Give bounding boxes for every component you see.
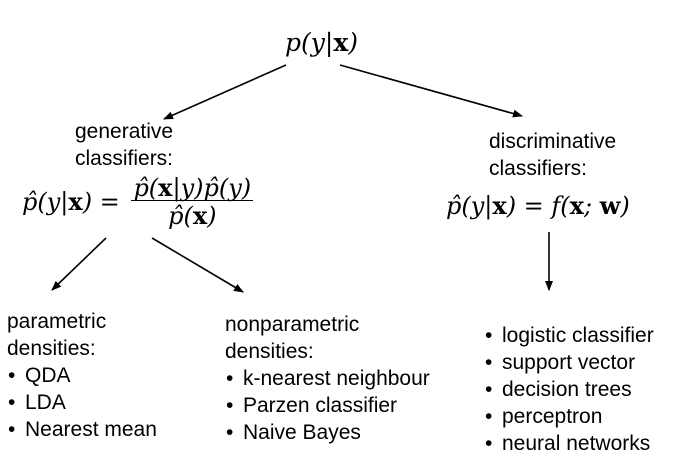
generative-formula: p̂(y|x) = p̂(x|y)p̂(y) p̂(x) — [22, 173, 254, 230]
list-item: decision trees — [484, 376, 654, 403]
bayes-denominator: p̂(x) — [131, 200, 254, 228]
root-formula: p(y|x) — [285, 28, 358, 57]
generative-label: generative classifiers: — [75, 118, 173, 172]
parametric-heading-line1: parametric — [7, 310, 107, 333]
arrow-generative-to-parametric — [51, 237, 107, 291]
arrow-root-to-generative — [163, 64, 287, 120]
list-item: Parzen classifier — [225, 392, 430, 419]
discriminative-methods-block: logistic classifier support vector decis… — [484, 322, 654, 457]
discriminative-formula: p̂(y|x) = f(x; w) — [446, 191, 630, 220]
nonparametric-heading-line2: densities: — [225, 340, 314, 363]
generative-label-line2: classifiers: — [75, 147, 174, 170]
list-item: QDA — [7, 362, 157, 389]
list-item: support vector — [484, 349, 654, 376]
list-item: k-nearest neighbour — [225, 365, 430, 392]
bayes-numerator: p̂(x|y)p̂(y) — [133, 173, 252, 202]
parametric-block: parametric densities: QDA LDA Nearest me… — [7, 308, 157, 443]
list-item: logistic classifier — [484, 322, 654, 349]
generative-label-line1: generative — [75, 120, 174, 143]
nonparametric-list: k-nearest neighbour Parzen classifier Na… — [225, 365, 430, 446]
arrow-root-to-discriminative — [339, 64, 523, 118]
discriminative-label: discriminative classifiers: — [489, 128, 616, 182]
list-item: perceptron — [484, 403, 654, 430]
discriminative-label-line2: classifiers: — [489, 157, 588, 180]
parametric-heading-line2: densities: — [7, 337, 96, 360]
discriminative-label-line1: discriminative — [489, 130, 617, 153]
parametric-list: QDA LDA Nearest mean — [7, 362, 157, 443]
arrow-generative-to-nonparametric — [151, 237, 244, 293]
list-item: Nearest mean — [7, 416, 157, 443]
nonparametric-heading-line1: nonparametric — [225, 313, 360, 336]
list-item: neural networks — [484, 430, 654, 457]
discriminative-methods-list: logistic classifier support vector decis… — [484, 322, 654, 457]
bayes-fraction: p̂(x|y)p̂(y) p̂(x) — [131, 173, 254, 228]
nonparametric-block: nonparametric densities: k-nearest neigh… — [225, 311, 430, 446]
list-item: Naive Bayes — [225, 419, 430, 446]
list-item: LDA — [7, 389, 157, 416]
